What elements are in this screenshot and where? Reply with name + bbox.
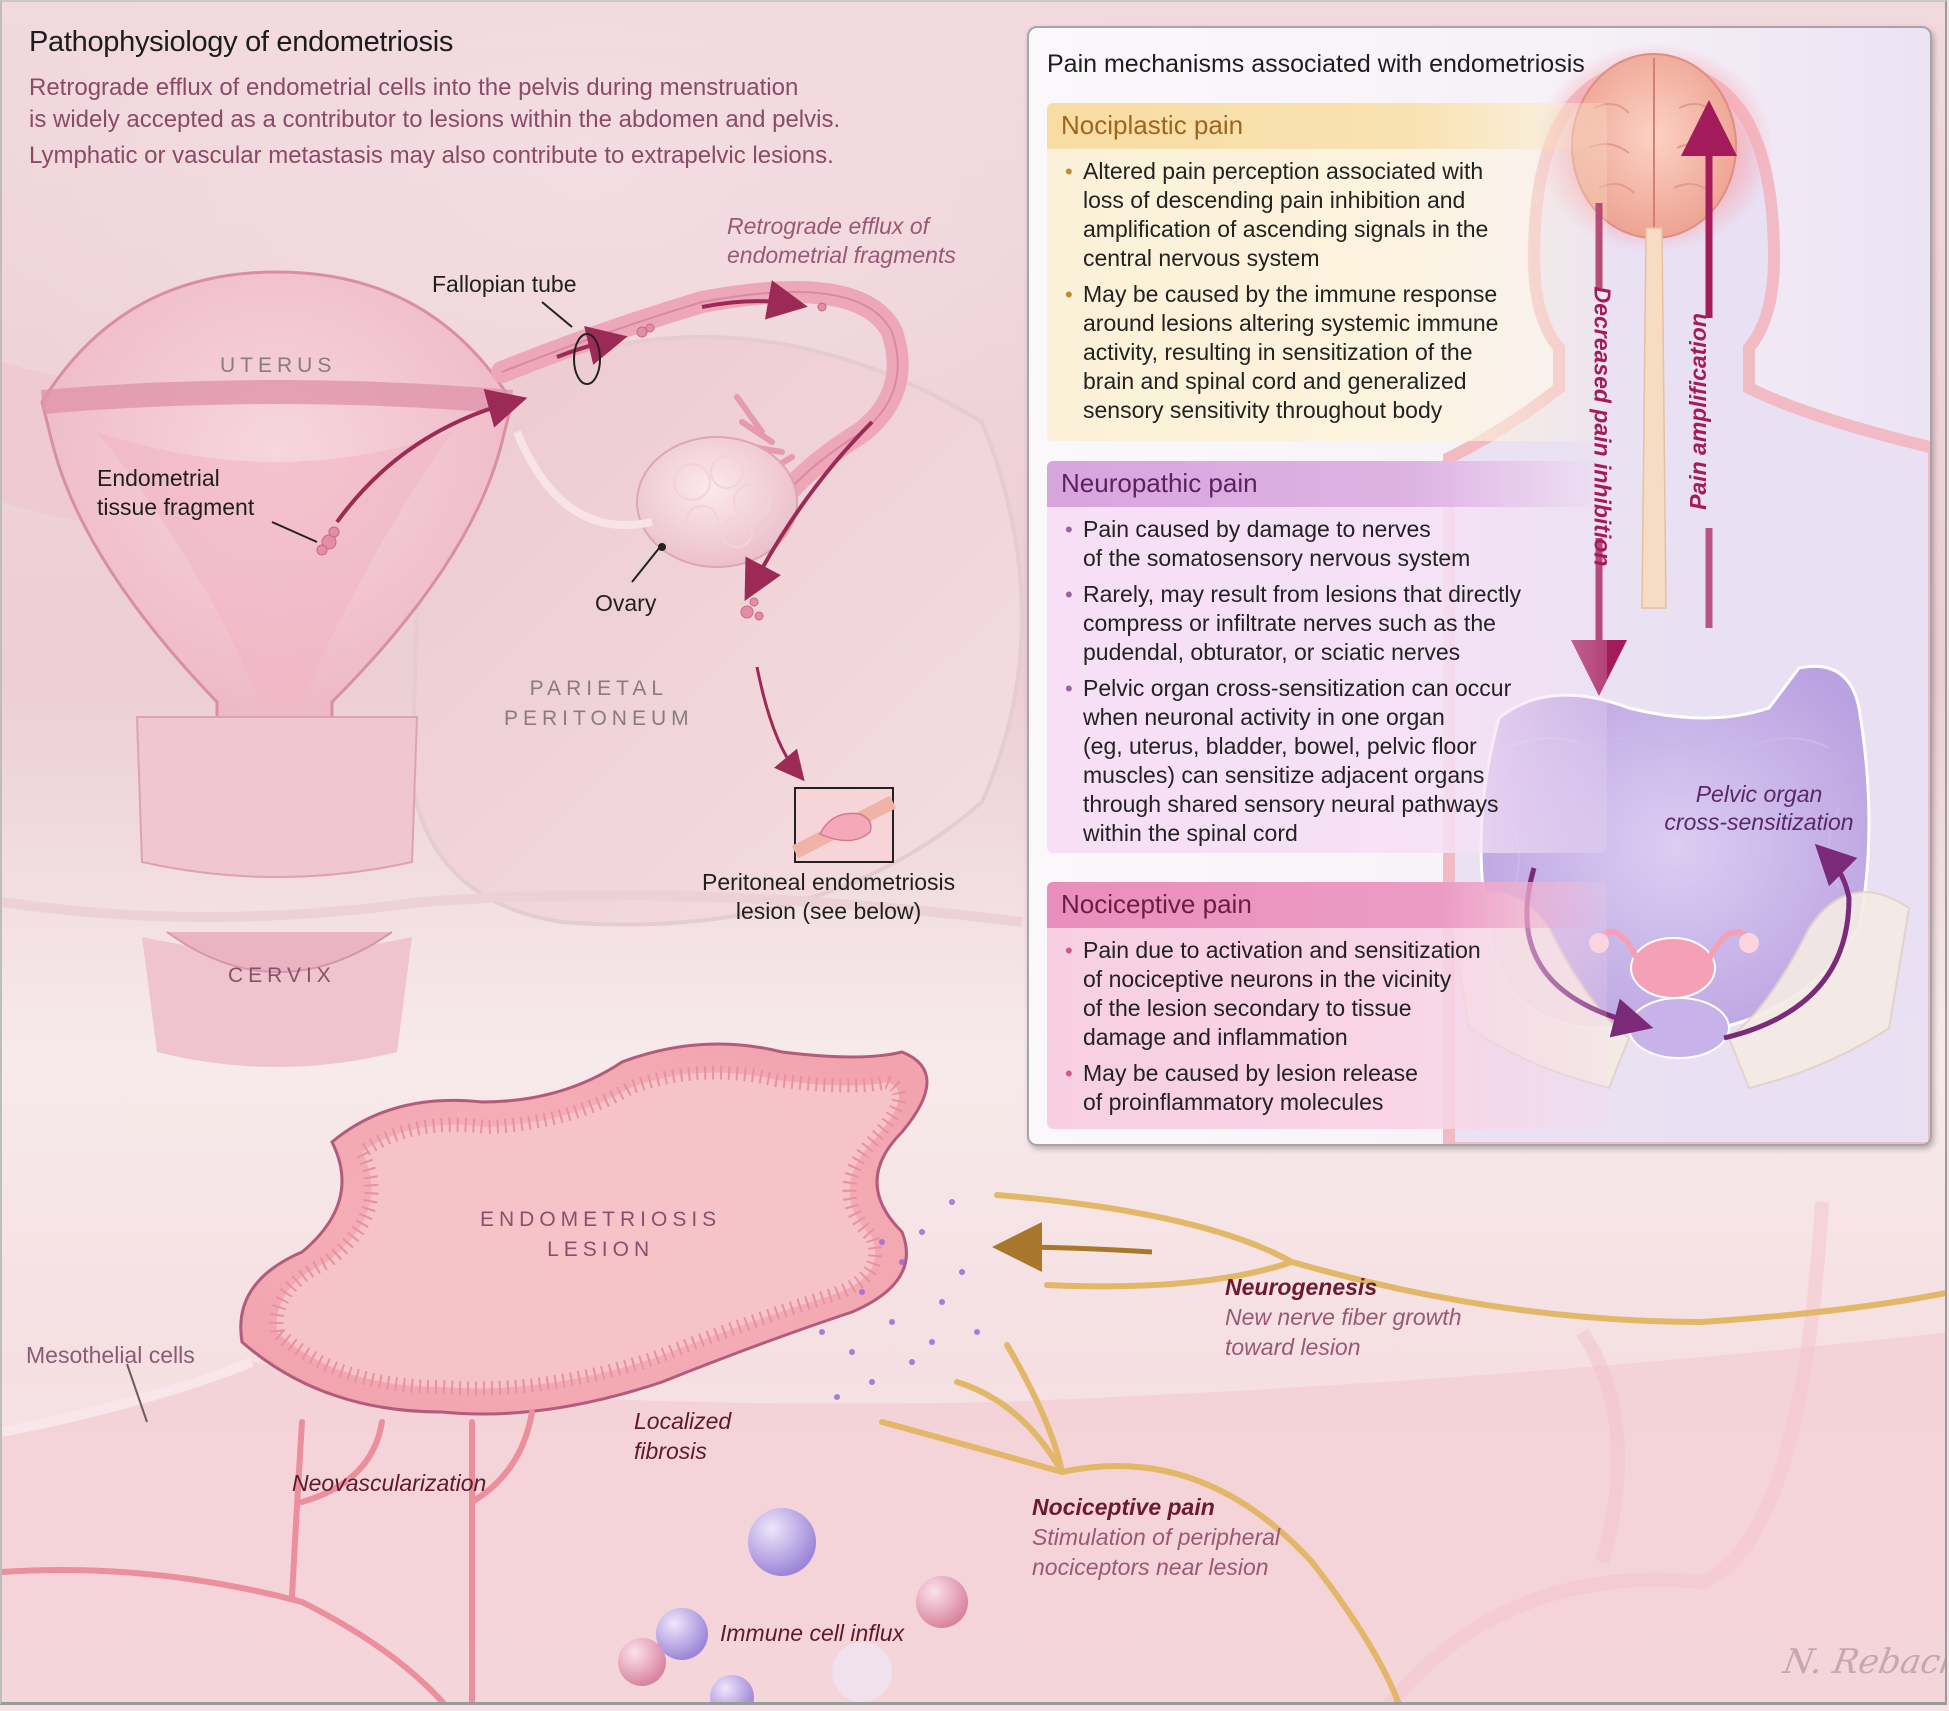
neovascularization-label: Neovascularization <box>292 1470 487 1496</box>
label-line: PARIETAL <box>529 677 669 700</box>
parietal-peritoneum-shape <box>409 335 1024 927</box>
intro-line: is widely accepted as a contributor to l… <box>29 106 841 133</box>
immune-cell <box>916 1576 968 1628</box>
label-line: Peritoneal endometriosis <box>702 869 956 895</box>
section-nociceptive-pain: Nociceptive pain • Pain due to activation… <box>1047 882 1607 1129</box>
pelvic-cross-sensitization-label: Pelvic organ cross-sensitization <box>1639 780 1879 836</box>
pain-amplification-label: Pain amplification <box>1684 313 1711 510</box>
bullet-text: Pelvic organ cross-sensitization can occ… <box>1083 675 1512 846</box>
intro-line: Lymphatic or vascular metastasis may als… <box>29 142 834 169</box>
label-line: Endometrial <box>97 465 220 491</box>
bullet-item: • Pain caused by damage to nerves of the … <box>1047 515 1607 573</box>
fallopian-tube-label: Fallopian tube <box>432 271 577 297</box>
intro-line: Retrograde efflux of endometrial cells i… <box>29 74 799 101</box>
label-line: LESION <box>547 1238 655 1261</box>
bullet-icon: • <box>1065 582 1073 607</box>
section-heading: Nociplastic pain <box>1047 103 1607 149</box>
bullet-text: Rarely, may result from lesions that dir… <box>1083 581 1521 665</box>
bullet-text: Altered pain perception associated with … <box>1083 158 1489 271</box>
label-line: Localized <box>634 1408 732 1434</box>
neurogenesis-desc: New nerve fiber growth <box>1225 1304 1462 1330</box>
pain-mechanisms-panel: Pain mechanisms associated with endometr… <box>1027 26 1932 1146</box>
neurogenesis-desc: toward lesion <box>1225 1334 1361 1360</box>
figure-title: Pathophysiology of endometriosis <box>29 26 454 58</box>
label-line: PERITONEUM <box>504 707 694 730</box>
endometrial-fragment-label: Endometrial tissue fragment <box>97 464 254 522</box>
label-line: cross-sensitization <box>1664 809 1854 835</box>
nociceptive-annotation: Nociceptive pain Stimulation of peripher… <box>1032 1492 1280 1582</box>
bullet-item: • Pelvic organ cross-sensitization can oc… <box>1047 674 1607 848</box>
bullet-text: May be caused by the immune response aro… <box>1083 281 1499 423</box>
retrograde-efflux-label: Retrograde efflux of endometrial fragmen… <box>727 212 956 270</box>
label-line: lesion (see below) <box>735 898 922 924</box>
section-heading: Neuropathic pain <box>1047 461 1607 507</box>
bullet-text: Pain due to activation and sensitization… <box>1083 937 1481 1050</box>
decreased-pain-inhibition-label: Decreased pain inhibition <box>1589 286 1616 567</box>
label-line: Retrograde efflux of <box>727 213 930 239</box>
mesothelial-cells-label: Mesothelial cells <box>26 1342 195 1368</box>
label-line: fibrosis <box>634 1438 707 1464</box>
bullet-item: • Pain due to activation and sensitizatio… <box>1047 936 1607 1052</box>
bullet-icon: • <box>1065 1061 1073 1086</box>
nociceptive-desc: nociceptors near lesion <box>1032 1554 1269 1580</box>
nociceptive-title: Nociceptive pain <box>1032 1494 1215 1520</box>
section-heading: Nociceptive pain <box>1047 882 1607 928</box>
bullet-item: • Rarely, may result from lesions that di… <box>1047 580 1607 667</box>
bullet-item: • May be caused by the immune response ar… <box>1047 280 1607 425</box>
immune-cell <box>656 1608 708 1660</box>
bullet-icon: • <box>1065 938 1073 963</box>
immune-cell-influx-label: Immune cell influx <box>720 1620 905 1646</box>
parietal-peritoneum-label: PARIETAL PERITONEUM <box>504 674 694 734</box>
section-neuropathic-pain: Neuropathic pain • Pain caused by damage … <box>1047 461 1607 853</box>
bullet-item: • Altered pain perception associated with… <box>1047 157 1607 273</box>
nociceptive-desc: Stimulation of peripheral <box>1032 1524 1281 1550</box>
label-line: tissue fragment <box>97 494 255 520</box>
ovary-label: Ovary <box>595 590 657 616</box>
intro-text: Retrograde efflux of endometrial cells i… <box>29 72 840 172</box>
spinal-cord <box>1641 227 1667 609</box>
artist-signature: N. Reback <box>1780 1642 1947 1682</box>
bullet-icon: • <box>1065 517 1073 542</box>
immune-cell <box>832 1642 892 1702</box>
label-line: endometrial fragments <box>727 242 956 268</box>
uterus-label: UTERUS <box>220 354 337 377</box>
ovary-shape <box>636 436 798 568</box>
bullet-text: Pain caused by damage to nerves of the s… <box>1083 516 1471 571</box>
localized-fibrosis-label: Localized fibrosis <box>634 1406 731 1466</box>
panel-title: Pain mechanisms associated with endometr… <box>1047 50 1585 78</box>
bullet-text: May be caused by lesion release of proin… <box>1083 1060 1418 1115</box>
bullet-item: • May be caused by lesion release of proi… <box>1047 1059 1607 1117</box>
neurogenesis-title: Neurogenesis <box>1225 1274 1378 1300</box>
label-line: ENDOMETRIOSIS <box>480 1208 722 1231</box>
bullet-icon: • <box>1065 282 1073 307</box>
cervix-label: CERVIX <box>228 964 336 987</box>
label-line: Pelvic organ <box>1695 781 1823 807</box>
endometriosis-lesion-label: ENDOMETRIOSIS LESION <box>480 1205 721 1265</box>
neurogenesis-annotation: Neurogenesis New nerve fiber growth towa… <box>1225 1272 1462 1362</box>
cervix-shape <box>142 937 412 1067</box>
peritoneal-lesion-label: Peritoneal endometriosis lesion (see bel… <box>702 868 955 926</box>
bullet-icon: • <box>1065 159 1073 184</box>
immune-cell <box>748 1508 816 1576</box>
immune-cell <box>618 1638 666 1686</box>
immune-cell <box>710 1675 754 1702</box>
bullet-icon: • <box>1065 676 1073 701</box>
section-nociplastic-pain: Nociplastic pain • Altered pain perceptio… <box>1047 103 1607 441</box>
